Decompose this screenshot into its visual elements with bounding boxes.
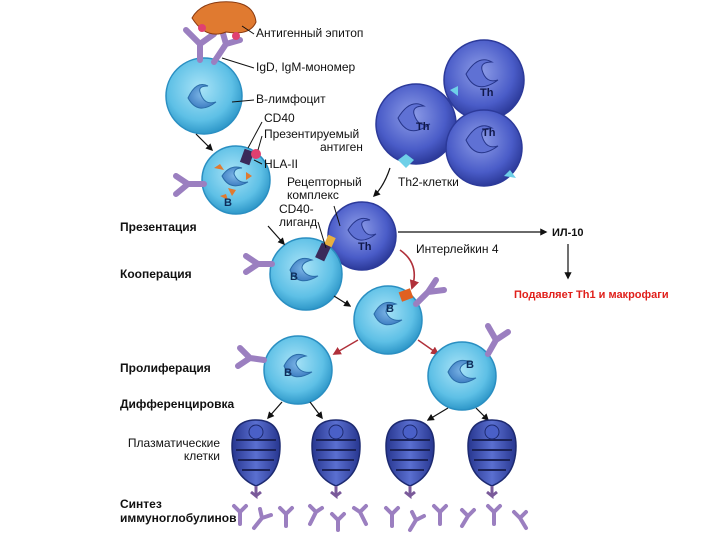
leader-receptor-complex: [333, 205, 341, 227]
th2-cell-2: [443, 39, 525, 121]
arrow-to-presenting: [195, 133, 214, 152]
th2-cell-2-mark: Th: [480, 87, 494, 99]
bcr-receptor-activated: [413, 277, 447, 307]
leader-presented: [257, 135, 263, 151]
cooperating-th-cell: [327, 201, 397, 271]
plasma-cell-2: [311, 419, 361, 487]
arrow-proliferation-right: [417, 339, 440, 355]
label-th2-cells: Th2-клетки: [398, 175, 459, 189]
activated-b-cell: [353, 285, 423, 355]
plasma-cell-1: [231, 419, 281, 487]
label-plasma-cells-2: клетки: [183, 449, 220, 463]
arrow-to-cooperation: [267, 225, 285, 246]
secretion-arrows: [250, 486, 498, 500]
leader-cd40: [247, 121, 263, 149]
proliferating-b-cell-right: [427, 341, 497, 411]
stage-presentation: Презентация: [120, 220, 197, 234]
arrow-th2-to-cooperation: [372, 167, 391, 198]
antibodies: [232, 504, 528, 532]
arrow-diff-2: [309, 401, 323, 420]
th2-cell-3: [445, 109, 523, 187]
leader-cd40-ligand: [317, 221, 327, 249]
label-cd40-ligand-1: CD40-: [279, 202, 314, 216]
stage-synthesis-1: Синтез: [120, 497, 162, 511]
th2-cell-1-mark: Th: [416, 121, 430, 133]
arrow-diff-1: [267, 401, 283, 420]
b-lymphocyte-top: [165, 57, 243, 135]
proliferating-b-left-mark: B: [284, 367, 292, 379]
label-plasma-cells-1: Плазматические: [127, 436, 220, 450]
cooperating-b-mark: B: [290, 271, 298, 283]
stage-differentiation: Дифференцировка: [120, 397, 235, 411]
th2-cell-3-mark: Th: [482, 127, 496, 139]
label-cd40: CD40: [264, 111, 295, 125]
leader-igd: [221, 57, 255, 69]
bcr-receptor-presenting: [173, 173, 207, 197]
label-presented-antigen-1: Презентируемый: [264, 127, 360, 141]
label-antigenic-epitope: Антигенный эпитоп: [256, 26, 364, 40]
label-igd-igm: IgD, IgM-мономер: [256, 60, 356, 74]
label-receptor-complex-2: комплекс: [287, 188, 339, 202]
stage-proliferation: Пролиферация: [120, 361, 211, 375]
label-il10: ИЛ-10: [552, 227, 584, 239]
cooperating-th-mark: Th: [358, 241, 372, 253]
proliferating-b-cell-left: [263, 335, 333, 405]
label-suppresses: Подавляет Th1 и макрофаги: [514, 289, 669, 301]
arrow-diff-3: [426, 407, 449, 421]
stage-synthesis-2: иммуноглобулинов: [120, 511, 237, 525]
th2-cell-1: [375, 83, 457, 168]
activated-b-mark: B: [386, 303, 394, 315]
arrow-interleukin4: [399, 249, 419, 290]
label-presented-antigen-2: антиген: [320, 140, 363, 154]
plasma-cell-3: [385, 419, 435, 487]
stage-cooperation: Кооперация: [120, 267, 192, 281]
leader-bcell: [231, 99, 255, 103]
bcr-receptor-cooperating: [243, 253, 275, 275]
arrow-to-activated: [333, 295, 352, 307]
cooperating-b-cell: [269, 234, 343, 311]
bcr-receptor-prolif-right: [485, 323, 511, 357]
arrow-proliferation-left: [332, 339, 359, 355]
label-receptor-complex-1: Рецепторный: [287, 175, 362, 189]
leader-epitope: [241, 25, 255, 35]
bcr-receptor-top: [183, 27, 243, 65]
presenting-b-cell: [201, 145, 271, 215]
leader-hla: [253, 159, 263, 165]
label-interleukin4: Интерлейкин 4: [416, 242, 499, 256]
label-hla: HLA-II: [264, 157, 299, 171]
presenting-b-mark: B: [224, 197, 232, 209]
plasma-cell-4: [467, 419, 517, 487]
proliferating-b-right-mark: B: [466, 359, 474, 371]
antigen-epitope-shape: [191, 1, 257, 40]
arrow-diff-4: [475, 407, 490, 422]
label-cd40-ligand-2: лиганд: [279, 215, 318, 229]
bcr-receptor-prolif-left: [235, 345, 267, 369]
label-b-lymphocyte: В-лимфоцит: [256, 92, 326, 106]
